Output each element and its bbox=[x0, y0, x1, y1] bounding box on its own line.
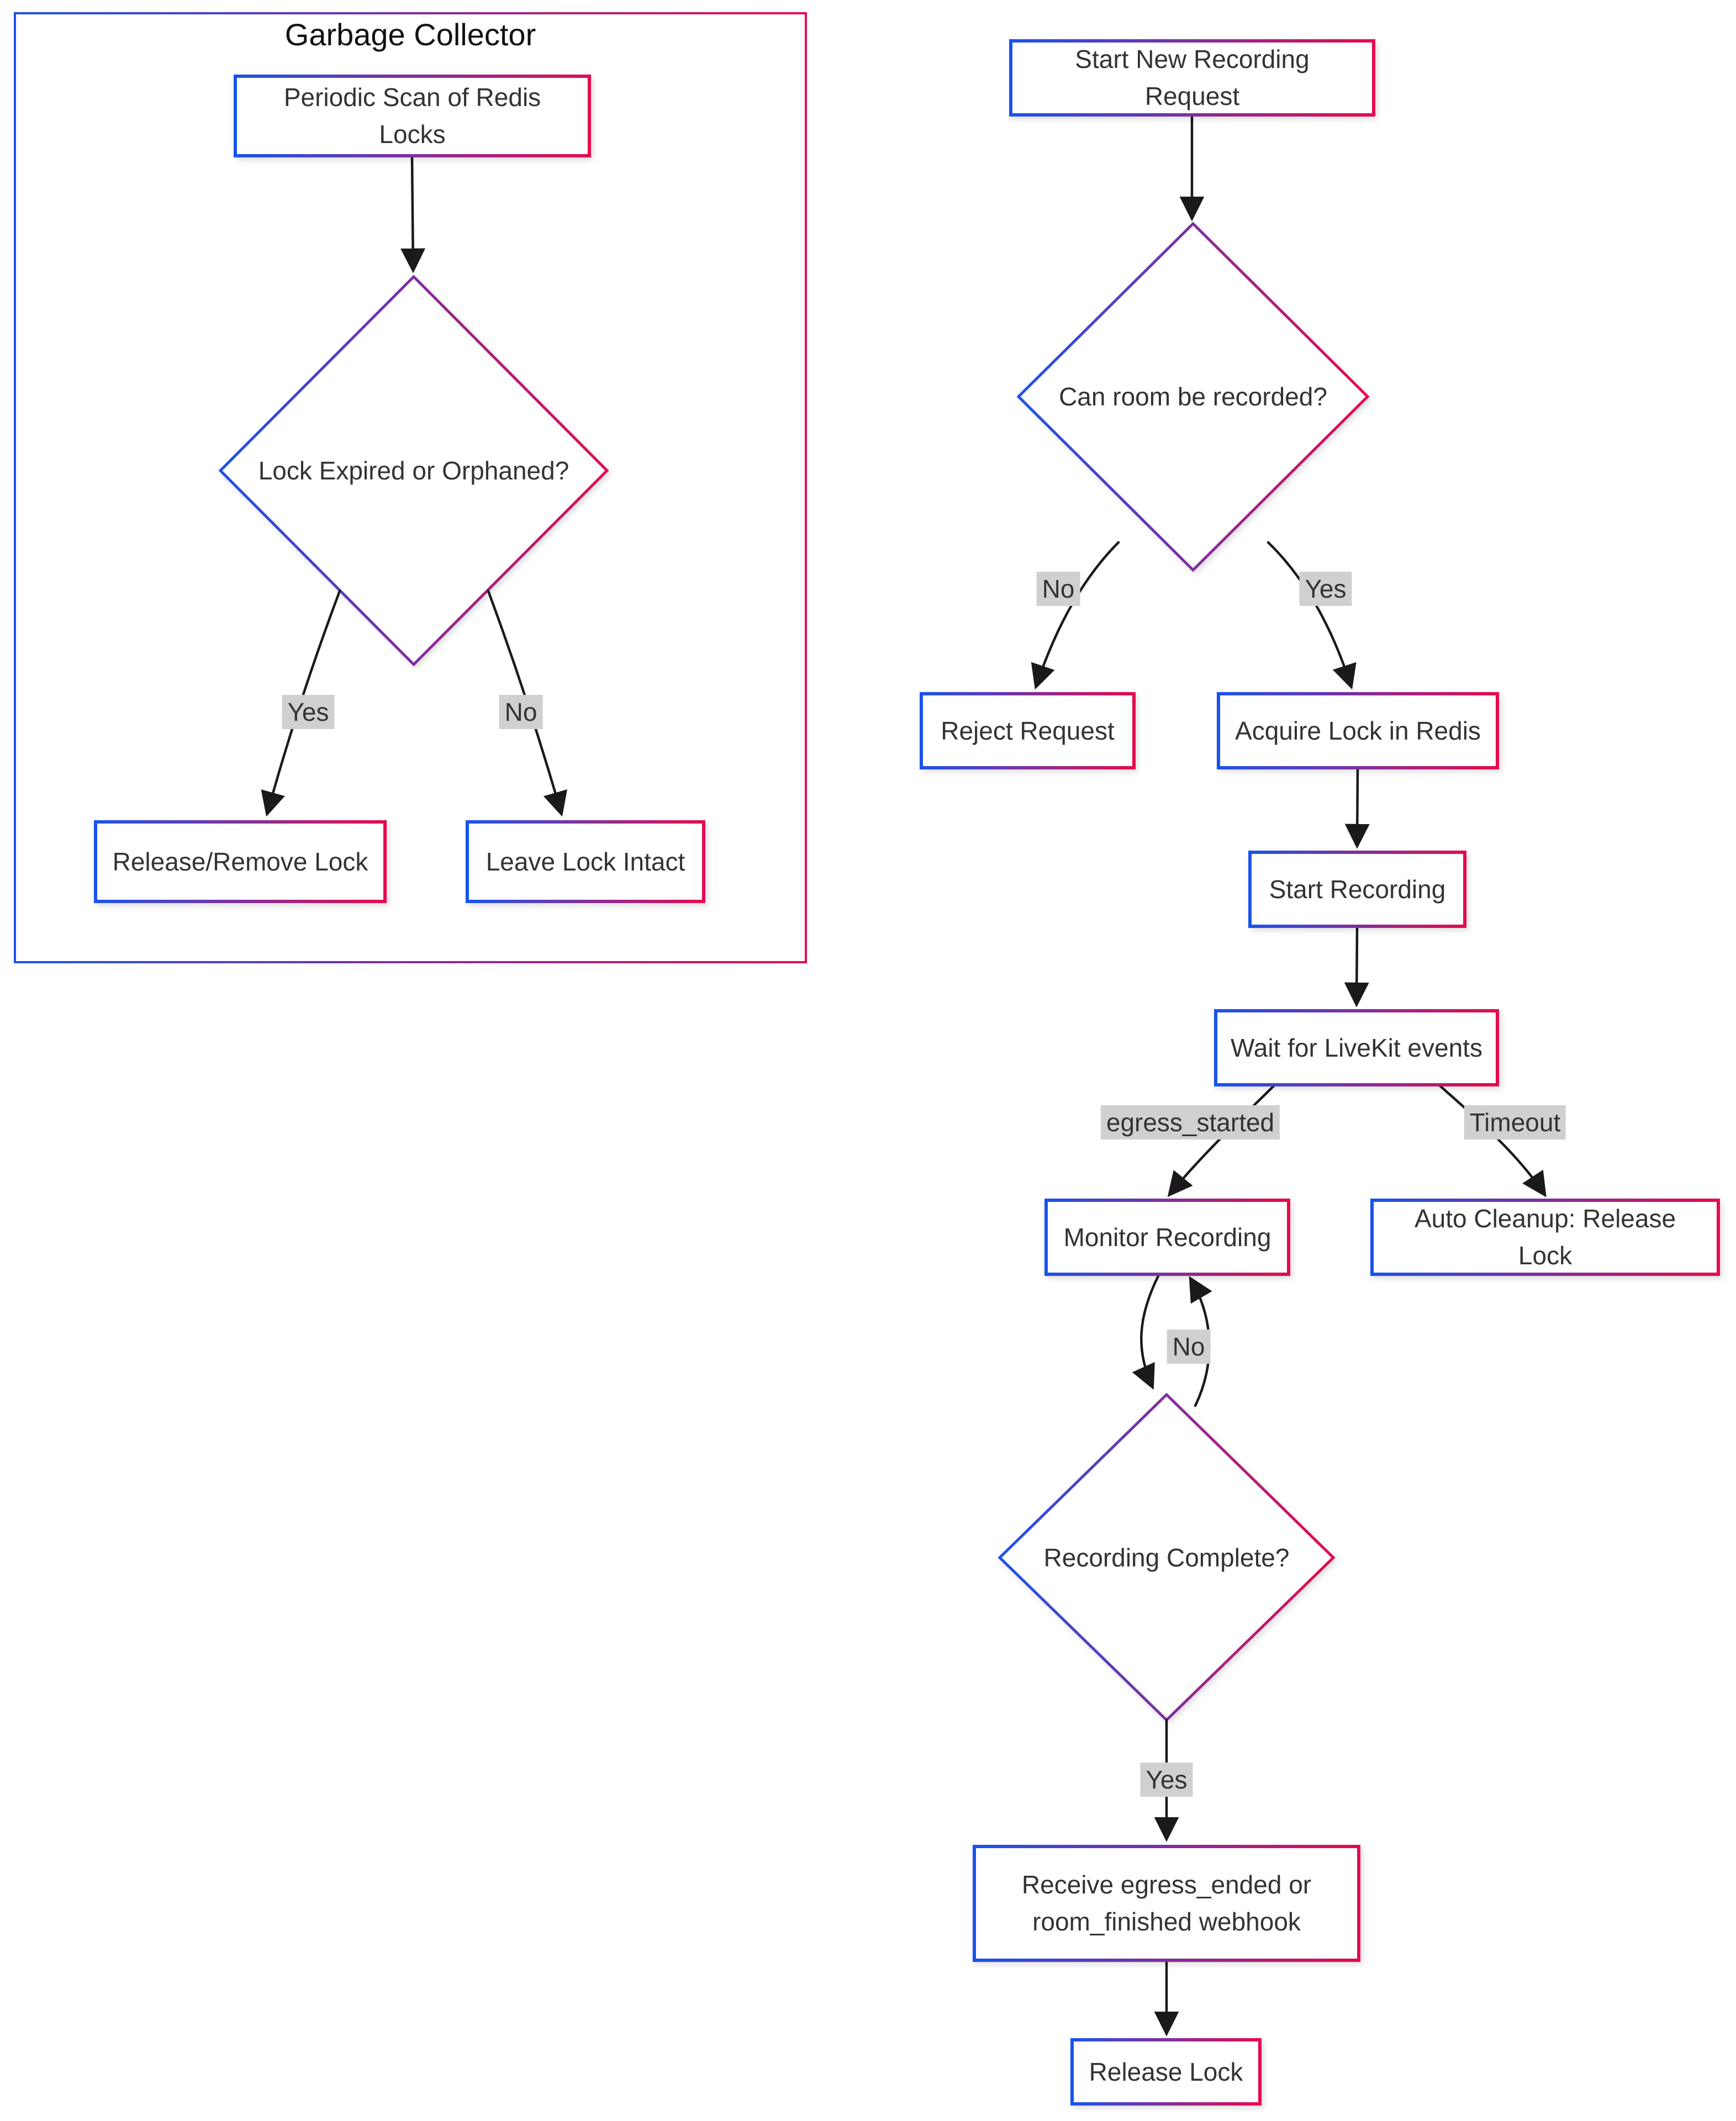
edge-label-egress-started: egress_started bbox=[1100, 1105, 1280, 1139]
node-label: Release/Remove Lock bbox=[112, 847, 368, 876]
node-label: Start Recording bbox=[1269, 874, 1446, 904]
node-start-recording: Start Recording bbox=[1248, 851, 1466, 928]
node-auto-cleanup: Auto Cleanup: Release Lock bbox=[1370, 1199, 1720, 1276]
node-label: Start New Recording Request bbox=[1075, 45, 1310, 110]
node-label: Wait for LiveKit events bbox=[1231, 1033, 1482, 1062]
node-leave-lock-intact: Leave Lock Intact bbox=[466, 820, 705, 903]
subgraph-garbage-collector bbox=[14, 12, 807, 963]
node-label: Receive egress_ended or room_finished we… bbox=[1021, 1870, 1312, 1936]
edge-label-gc-yes: Yes bbox=[282, 695, 335, 729]
node-label: Reject Request bbox=[941, 716, 1115, 745]
edge-acquire-to-startrec bbox=[1344, 768, 1370, 849]
node-label: Auto Cleanup: Release Lock bbox=[1414, 1204, 1676, 1270]
edge-label-gc-no: No bbox=[499, 695, 543, 729]
node-label: Acquire Lock in Redis bbox=[1235, 716, 1481, 745]
node-start-request: Start New Recording Request bbox=[1009, 39, 1375, 117]
node-release-lock: Release Lock bbox=[1070, 2038, 1262, 2106]
node-reject-request: Reject Request bbox=[920, 692, 1136, 769]
node-periodic-scan: Periodic Scan of Redis Locks bbox=[234, 75, 591, 157]
edge-canrecord-yes-acquire bbox=[1267, 541, 1357, 690]
node-label: Leave Lock Intact bbox=[486, 847, 685, 876]
diamond-recording-complete bbox=[998, 1392, 1336, 1722]
node-acquire-lock: Acquire Lock in Redis bbox=[1217, 692, 1499, 769]
node-label: Periodic Scan of Redis Locks bbox=[283, 83, 541, 149]
edge-monitor-to-complete bbox=[1132, 1273, 1160, 1390]
edge-label-record-no: No bbox=[1036, 572, 1080, 606]
node-release-remove-lock: Release/Remove Lock bbox=[94, 820, 387, 903]
edge-canrecord-no-reject bbox=[1031, 541, 1120, 690]
edge-label-complete-yes: Yes bbox=[1140, 1763, 1193, 1797]
diamond-can-record bbox=[1016, 221, 1370, 572]
edge-label-record-yes: Yes bbox=[1299, 572, 1352, 606]
node-receive-webhook: Receive egress_ended or room_finished we… bbox=[973, 1845, 1360, 1962]
subgraph-title: Garbage Collector bbox=[284, 17, 536, 52]
edge-label-complete-no: No bbox=[1167, 1329, 1211, 1364]
edge-label-timeout: Timeout bbox=[1464, 1105, 1566, 1139]
node-monitor-recording: Monitor Recording bbox=[1044, 1199, 1290, 1276]
node-label: Monitor Recording bbox=[1063, 1222, 1271, 1252]
node-wait-events: Wait for LiveKit events bbox=[1214, 1009, 1499, 1086]
node-label: Release Lock bbox=[1089, 2057, 1243, 2086]
